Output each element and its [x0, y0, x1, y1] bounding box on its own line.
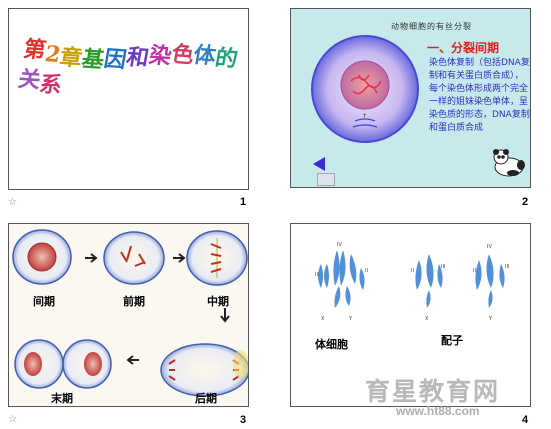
star-icon: ☆ [8, 414, 17, 425]
svg-text:II: II [411, 268, 414, 274]
slide-1[interactable]: 第2章基因和染色体的关系 [8, 8, 249, 190]
svg-text:III: III [505, 264, 509, 270]
watermark-url: www.ht88.com [396, 404, 480, 418]
somatic-cell-label: 体细胞 [315, 338, 348, 351]
slide-number: 3 [240, 414, 247, 426]
svg-text:X: X [321, 316, 325, 322]
title-char: 系 [37, 71, 64, 99]
slide-2-header: 动物细胞的有丝分裂 [391, 22, 472, 31]
slide-number: 4 [522, 414, 529, 426]
svg-text:↑: ↑ [362, 113, 367, 120]
stage-label-metaphase: 中期 [207, 295, 229, 308]
panda-icon [493, 149, 525, 177]
svg-text:IV: IV [337, 242, 342, 248]
svg-text:Y: Y [488, 316, 493, 322]
svg-text:II: II [365, 268, 368, 274]
slide-number: 1 [240, 196, 247, 208]
svg-text:II: II [473, 268, 476, 274]
slide-3[interactable]: 间期 前期 中期 末期 后期 [8, 223, 249, 407]
svg-text:IV: IV [487, 244, 492, 250]
gamete-label: 配子 [441, 334, 463, 347]
stage-label-prophase: 前期 [123, 295, 145, 308]
title-char: 的 [213, 45, 240, 73]
slide-2[interactable]: 动物细胞的有丝分裂 一、分裂间期 染色体复制（包括DNA复制和有关蛋白质合成），… [290, 8, 531, 188]
svg-text:Y: Y [348, 316, 353, 322]
slide-2-heading: 一、分裂间期 [427, 41, 500, 55]
back-arrow-icon[interactable] [313, 157, 325, 171]
watermark-logo: 育星教育网 [365, 377, 501, 406]
svg-text:X: X [425, 316, 429, 322]
slide-2-body: 染色体复制（包括DNA复制和有关蛋白质合成），每个染色体形成两个完全一样的姐妹染… [429, 58, 530, 133]
stage-label-anaphase: 后期 [195, 392, 217, 405]
interphase-cell-illustration: ↑ [311, 35, 419, 143]
stage-label-telophase: 末期 [51, 392, 73, 405]
svg-text:III: III [441, 264, 445, 270]
svg-text:III: III [315, 272, 319, 278]
slide-1-title: 第2章基因和染色体的关系 [16, 31, 248, 110]
play-button-icon[interactable] [317, 173, 335, 186]
slide-number: 2 [522, 196, 529, 208]
mitosis-stages-illustration [12, 229, 248, 397]
star-icon: ☆ [8, 197, 17, 208]
stage-label-interphase: 间期 [33, 295, 55, 308]
